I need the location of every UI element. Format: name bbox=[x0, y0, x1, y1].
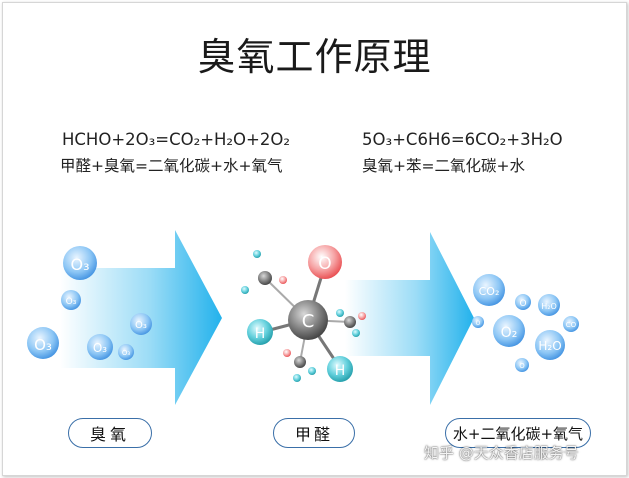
bubble-o3-small-1-label: O₃ bbox=[66, 297, 77, 307]
bubble-o-3 bbox=[515, 358, 529, 372]
hydrogen-atom-bottom-label: H bbox=[335, 363, 346, 379]
hydrogen-atom-bottom bbox=[327, 356, 353, 382]
bubble-o3-medium-2-label: O₃ bbox=[93, 341, 107, 355]
formaldehyde-molecule: O H H C bbox=[241, 245, 366, 382]
products-label: 水+二氧化碳+氧气 bbox=[445, 418, 591, 448]
bubble-o3-small-2-label: O₃ bbox=[122, 349, 131, 357]
bubble-o-1-label: O bbox=[519, 299, 526, 309]
bubble-o2-label: O₂ bbox=[501, 325, 518, 341]
benzene-equation: 5O₃+C6H6=6CO₂+3H₂O bbox=[362, 130, 563, 149]
bubble-o3-small-2 bbox=[118, 344, 134, 360]
ozone-bubbles: O₃ O₃ O₃ O₃ O₃ O₃ bbox=[27, 246, 152, 360]
bubble-o2 bbox=[493, 315, 525, 347]
formaldehyde-equation-words: 甲醛+臭氧=二氧化碳+水+氧气 bbox=[60, 157, 283, 175]
bubble-o3-large-2 bbox=[27, 327, 59, 359]
bubble-o3-medium-1-label: O₃ bbox=[135, 320, 147, 331]
ozone-label: 臭氧 bbox=[68, 418, 152, 448]
bubble-co2-label: CO₂ bbox=[479, 285, 500, 298]
carbon-atom-label: C bbox=[302, 311, 315, 332]
small-carbon-atom-2 bbox=[344, 316, 356, 328]
benzene-equation-words: 臭氧+苯=二氧化碳+水 bbox=[362, 157, 525, 175]
formaldehyde-label: 甲醛 bbox=[273, 418, 355, 448]
hydrogen-atom-left-label: H bbox=[255, 326, 266, 342]
diagram-title: 臭氧工作原理 bbox=[197, 35, 432, 79]
bubble-co2 bbox=[473, 274, 505, 306]
bubble-o3-large bbox=[63, 246, 97, 280]
bubble-o3-medium-2 bbox=[87, 334, 113, 360]
bubble-co-label: CO bbox=[566, 321, 577, 329]
small-carbon-atom-3 bbox=[294, 356, 306, 368]
bubble-h2o-small bbox=[538, 294, 560, 316]
bubble-o-2 bbox=[472, 316, 484, 328]
bubble-co bbox=[563, 316, 579, 332]
bubble-o3-small-1 bbox=[61, 290, 81, 310]
bubble-o-1 bbox=[515, 294, 531, 310]
bubble-o3-medium-1 bbox=[130, 313, 152, 335]
oxygen-atom bbox=[308, 245, 342, 279]
bubble-h2o-small-label: H₂O bbox=[541, 302, 557, 311]
bubble-o-2-label: O bbox=[476, 320, 481, 327]
carbon-atom bbox=[288, 300, 328, 340]
hydrogen-atom-left bbox=[247, 319, 273, 345]
bubble-h2o-large-label: H₂O bbox=[538, 339, 561, 353]
formaldehyde-equation: HCHO+2O₃=CO₂+H₂O+2O₂ bbox=[62, 130, 290, 149]
oxygen-atom-label: O bbox=[318, 254, 331, 274]
arrow-formaldehyde-to-products bbox=[345, 232, 474, 405]
bubble-o3-large-2-label: O₃ bbox=[34, 336, 52, 354]
bubble-o3-large-label: O₃ bbox=[70, 255, 89, 274]
bubble-o-3-label: O bbox=[519, 362, 525, 370]
bubble-h2o-large bbox=[535, 330, 565, 360]
product-bubbles: CO₂ O H₂O CO O O₂ H₂O O bbox=[472, 274, 579, 372]
small-carbon-atom-1 bbox=[258, 271, 272, 285]
watermark: 知乎 @天众香店服务号 bbox=[424, 444, 579, 462]
